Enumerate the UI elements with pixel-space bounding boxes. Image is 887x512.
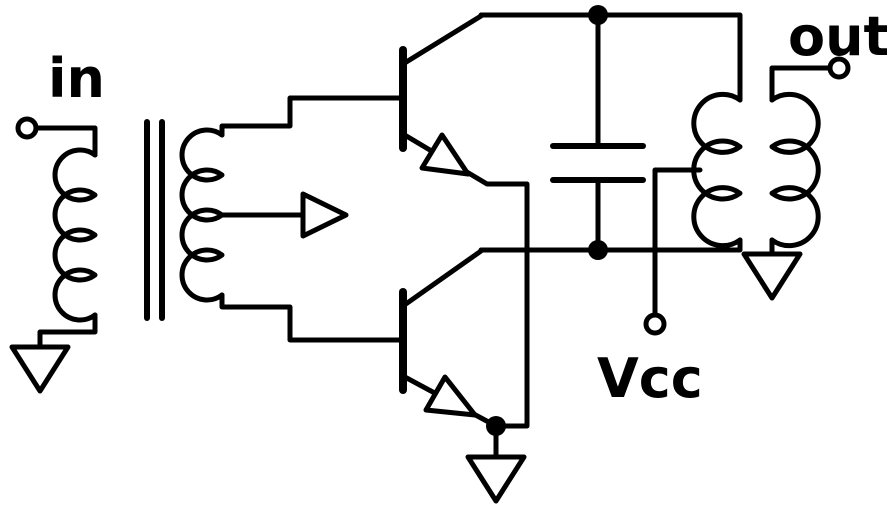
- junction-dot: [588, 5, 608, 25]
- ground-left-icon: [9, 344, 71, 394]
- upper-emitter-arrow-icon: [419, 132, 471, 177]
- input-ground-wire: [37, 312, 98, 350]
- vcc-label: Vcc: [597, 347, 703, 410]
- output-terminal-icon: [827, 56, 851, 80]
- input-secondary-coil: [179, 127, 225, 303]
- upper-collector-wire: [400, 13, 484, 67]
- ground-right-icon: [741, 251, 803, 301]
- output-primary-coil: [691, 91, 743, 249]
- ground-bottom-icon: [465, 454, 527, 504]
- junction-dot: [486, 416, 506, 436]
- input-wire: [33, 125, 98, 158]
- top-rail: [478, 12, 743, 103]
- junction-dots: [486, 5, 608, 436]
- secondary-bottom-wire: [219, 292, 406, 343]
- triangle-layer: [9, 132, 803, 504]
- output-wire: [769, 65, 833, 103]
- upper-emitter-wire: [400, 131, 530, 429]
- output-label: out: [788, 5, 887, 68]
- wire-layer: [33, 12, 833, 460]
- output-secondary-coil: [769, 91, 821, 249]
- secondary-top-wire: [219, 95, 406, 138]
- terminals: [15, 56, 851, 336]
- bottom-rail: [478, 237, 743, 253]
- lower-emitter-arrow-icon: [423, 374, 478, 418]
- input-primary-coil: [52, 147, 98, 323]
- input-label: in: [48, 47, 105, 110]
- input-terminal-icon: [15, 116, 39, 140]
- drive-arrow-icon: [300, 191, 349, 239]
- vcc-terminal-icon: [643, 312, 667, 336]
- junction-dot: [588, 240, 608, 260]
- vcc-tap-wire: [652, 167, 703, 318]
- lower-collector-wire: [400, 248, 484, 309]
